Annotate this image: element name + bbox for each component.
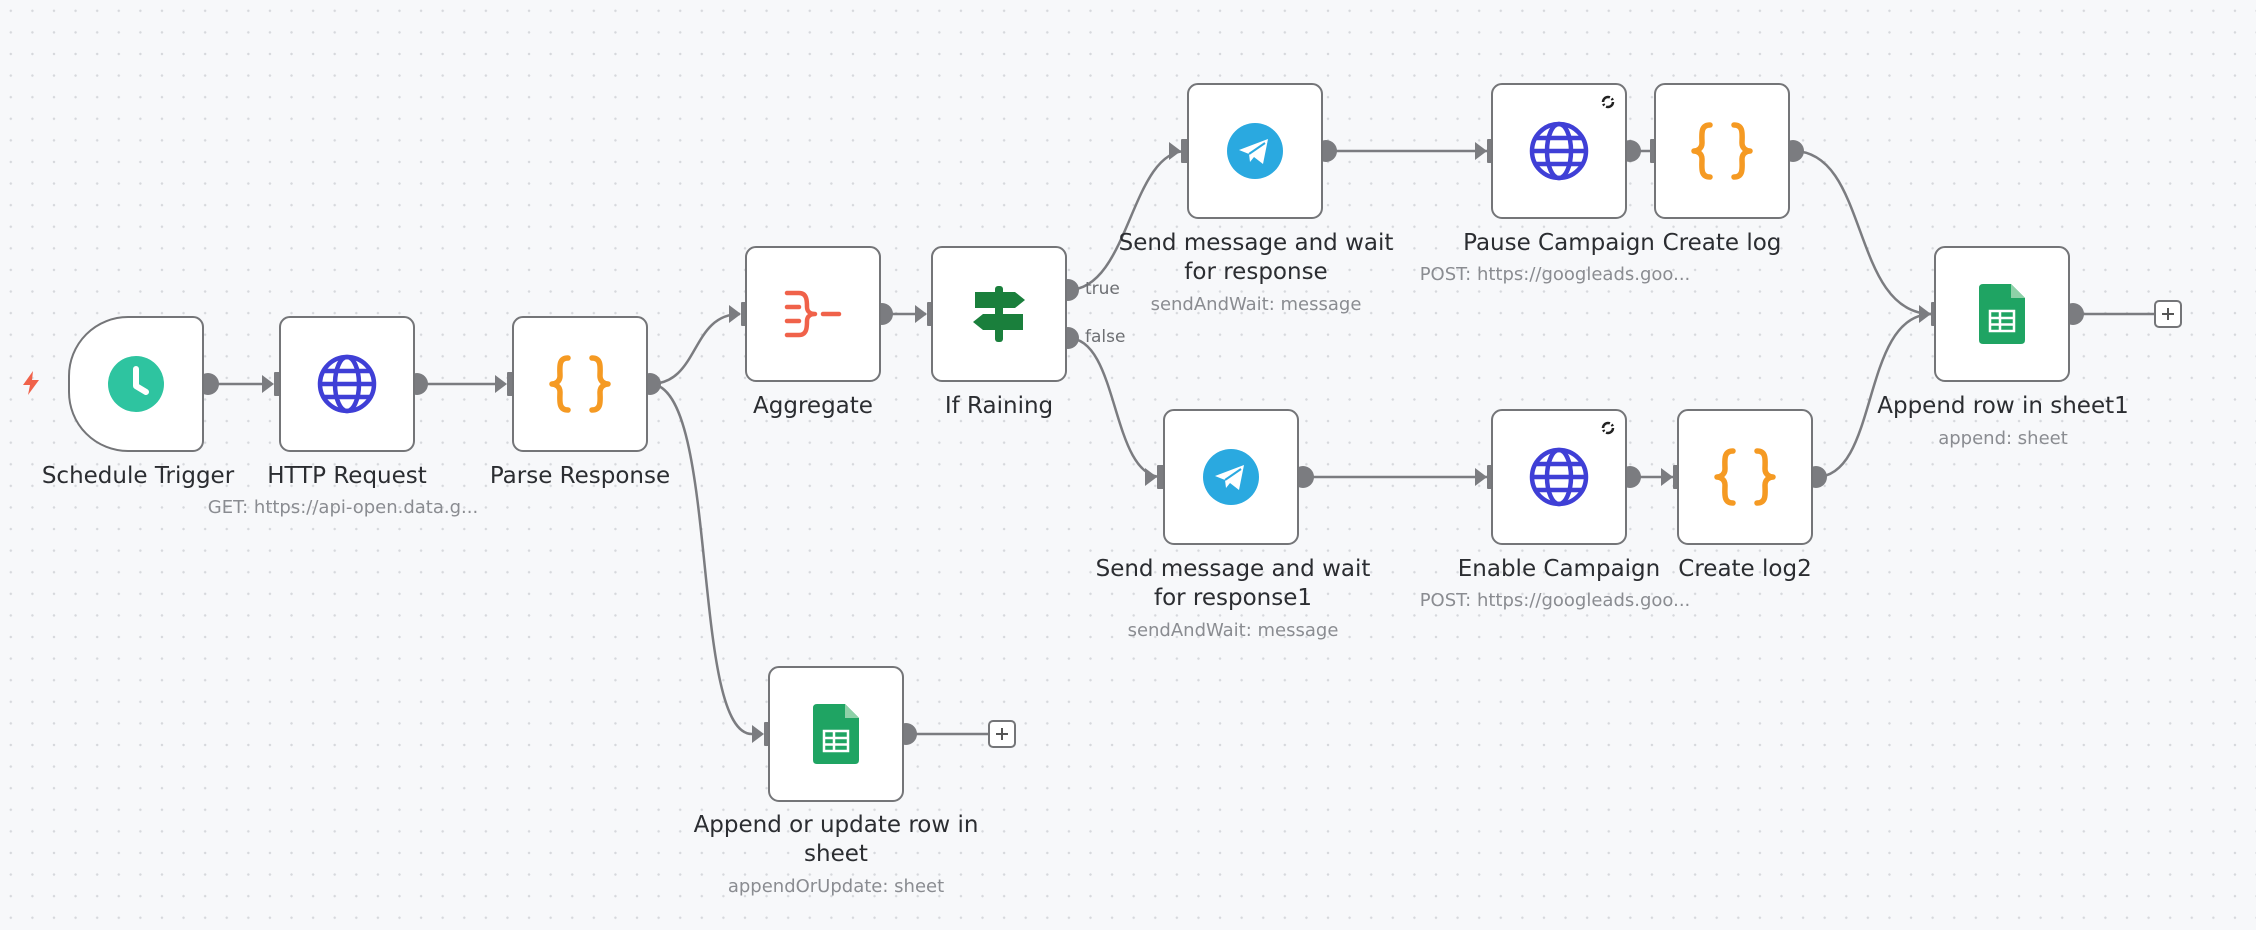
clock-icon (107, 355, 165, 413)
node-label: Send message and wait for response1 (1073, 555, 1393, 613)
node-label-line1: Send message and wait (1095, 556, 1371, 582)
node-label: Send message and wait for response (1096, 229, 1416, 287)
node-label: Append row in sheet1 (1877, 393, 2129, 419)
node-subtitle: POST: https://googleads.goo... (1419, 590, 1691, 611)
node-label: HTTP Request (267, 463, 427, 489)
node-label: Pause Campaign (1463, 230, 1655, 256)
globe-icon (1528, 446, 1590, 508)
node-label: Append or update row in sheet (676, 811, 996, 869)
node-label-line2: for response (1184, 259, 1328, 285)
node-label: Parse Response (489, 463, 671, 489)
node-label-line2: sheet (804, 841, 868, 867)
branch-label-false: false (1085, 327, 1126, 347)
trigger-bolt-icon (23, 371, 39, 395)
edge-true-send (1067, 149, 1187, 292)
node-label-line2: for response1 (1153, 585, 1313, 611)
node-label: Aggregate (753, 393, 873, 419)
node-http-request[interactable] (279, 316, 415, 452)
node-aggregate[interactable] (745, 246, 881, 382)
retry-badge-icon (1601, 421, 1615, 435)
edge-log2-append (1815, 312, 1933, 479)
telegram-icon (1202, 448, 1260, 506)
node-label: Enable Campaign (1457, 556, 1661, 582)
code-braces-icon (1713, 447, 1777, 507)
node-append-update-row[interactable] (768, 666, 904, 802)
node-subtitle: POST: https://googleads.goo... (1419, 264, 1691, 285)
node-send-message-wait1[interactable] (1163, 409, 1299, 545)
node-schedule-trigger[interactable] (68, 316, 204, 452)
node-send-message-wait[interactable] (1187, 83, 1323, 219)
node-create-log2[interactable] (1677, 409, 1813, 545)
node-label-line1: Append or update row in (693, 812, 979, 838)
node-subtitle: sendAndWait: message (1127, 620, 1339, 641)
node-label: Create log2 (1678, 556, 1812, 582)
retry-badge-icon (1601, 95, 1615, 109)
add-node-button[interactable] (2154, 300, 2182, 328)
node-create-log[interactable] (1654, 83, 1790, 219)
edge-parse-aggregate (649, 312, 741, 386)
node-label: Create log (1662, 230, 1782, 256)
node-subtitle: GET: https://api-open.data.g... (207, 497, 479, 518)
edge-parse-append-update (649, 382, 753, 736)
node-enable-campaign[interactable] (1491, 409, 1627, 545)
node-pause-campaign[interactable] (1491, 83, 1627, 219)
code-braces-icon (1690, 121, 1754, 181)
globe-icon (316, 353, 378, 415)
google-sheets-icon (813, 704, 859, 764)
node-subtitle: sendAndWait: message (1150, 294, 1362, 315)
signpost-icon (969, 284, 1029, 344)
google-sheets-icon (1979, 284, 2025, 344)
node-label: If Raining (944, 393, 1054, 419)
node-parse-response[interactable] (512, 316, 648, 452)
telegram-icon (1226, 122, 1284, 180)
plus-icon (996, 728, 1008, 740)
node-label-line1: Send message and wait (1118, 230, 1394, 256)
globe-icon (1528, 120, 1590, 182)
node-append-row-sheet1[interactable] (1934, 246, 2070, 382)
node-subtitle: appendOrUpdate: sheet (727, 876, 945, 897)
code-braces-icon (548, 354, 612, 414)
add-node-button[interactable] (988, 720, 1016, 748)
branch-label-true: true (1085, 279, 1120, 299)
node-if-raining[interactable] (931, 246, 1067, 382)
node-label: Schedule Trigger (41, 463, 235, 489)
node-subtitle: append: sheet (1938, 428, 2068, 449)
edge-log-append (1792, 149, 1933, 316)
aggregate-icon (783, 287, 843, 341)
plus-icon (2162, 308, 2174, 320)
